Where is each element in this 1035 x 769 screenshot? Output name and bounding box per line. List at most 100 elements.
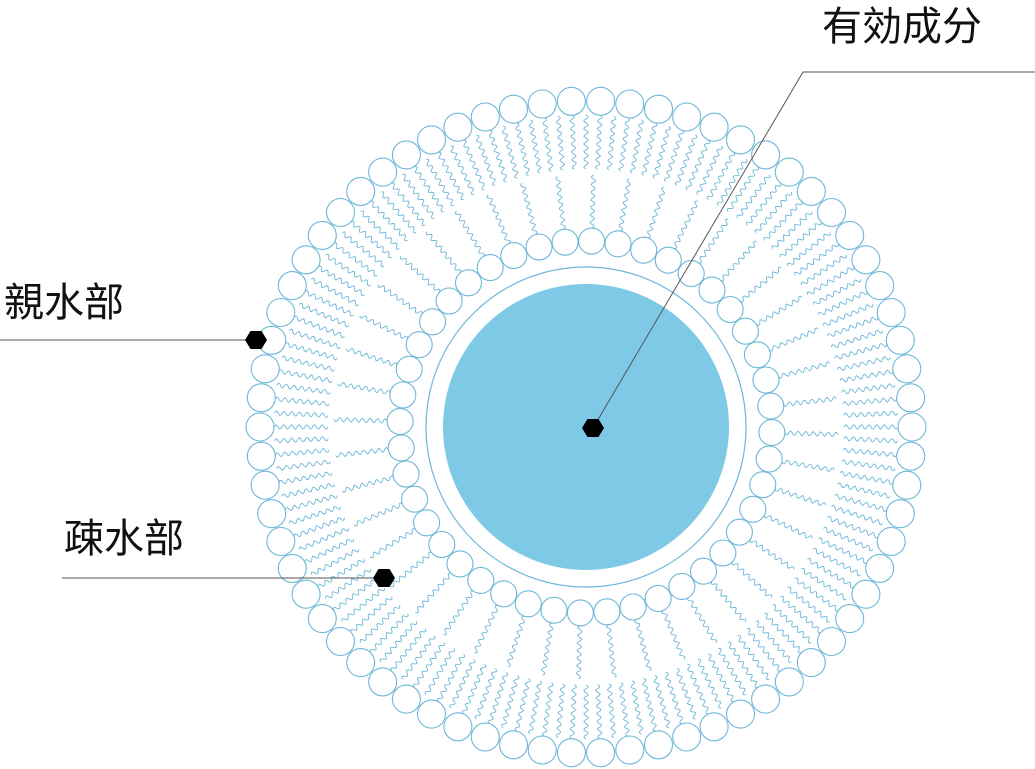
lipid-tail <box>555 683 566 739</box>
lipid-tail <box>769 327 819 352</box>
lipid-tail <box>380 191 417 234</box>
lipid-tail <box>763 201 803 241</box>
lipid-head-outer <box>774 667 804 697</box>
lipid-head-inner <box>677 260 705 288</box>
lipid-tail <box>720 240 757 282</box>
lipid-head-outer <box>246 441 276 471</box>
lipid-tail <box>528 680 543 735</box>
lipid-tail <box>450 145 475 196</box>
lipid-tail <box>274 447 330 458</box>
lipid-tail <box>716 159 748 206</box>
lipid-head-outer <box>876 297 906 328</box>
lipid-head-outer <box>346 648 376 678</box>
lipid-head-outer <box>643 730 674 760</box>
lipid-tail <box>412 642 446 688</box>
lipid-head-outer <box>865 553 895 583</box>
lipid-tail <box>812 547 861 577</box>
lipid-tail <box>488 129 508 183</box>
lipid-tail <box>698 218 729 264</box>
lipid-tail <box>293 517 345 538</box>
lipid-head-outer <box>892 470 922 500</box>
lipid-tail <box>540 622 554 676</box>
lipid-tail <box>664 671 684 725</box>
lipid-head-inner <box>698 276 726 304</box>
lipid-head-outer <box>816 197 847 228</box>
lipid-tail <box>448 659 476 709</box>
lipid-tail <box>436 653 466 702</box>
lipid-head-outer <box>391 140 421 170</box>
lipid-tail <box>841 459 896 472</box>
lipid-head-inner <box>551 228 579 256</box>
lipid-tail <box>801 567 847 601</box>
lipid-tail <box>736 174 771 219</box>
lipid-tail <box>353 502 403 527</box>
lipid-tail <box>618 117 631 172</box>
lipid-tail <box>606 115 617 171</box>
lipid-tail <box>304 289 354 317</box>
lipid-tail <box>787 232 831 267</box>
lipid-tail <box>834 342 888 360</box>
lipid-tail <box>676 668 697 720</box>
lipid-tail <box>740 266 782 303</box>
lipid-tail <box>298 302 350 328</box>
lipid-head-inner <box>428 530 456 559</box>
lipid-tail <box>618 682 630 737</box>
lipid-head-inner <box>540 596 568 624</box>
lipid-tail <box>500 675 520 729</box>
lipid-tail <box>783 396 837 407</box>
lipid-head-inner <box>454 269 483 297</box>
lipid-head-inner <box>514 590 542 618</box>
lipid-head-inner <box>467 566 495 594</box>
lipid-tail <box>555 115 566 171</box>
lipid-tail <box>443 590 474 636</box>
lipid-tail <box>335 447 389 458</box>
lipid-head-outer <box>307 604 337 634</box>
lipid-tail <box>337 381 391 395</box>
lipid-tail <box>360 210 400 250</box>
leader-line-active-ingredient <box>592 71 1035 429</box>
lipid-tail <box>818 537 868 565</box>
lipid-head-inner <box>525 233 553 261</box>
lipid-head-outer <box>307 220 337 250</box>
lipid-tail <box>474 605 499 654</box>
lipid-tail <box>520 182 538 235</box>
lipid-tail <box>399 256 441 293</box>
lipid-tail <box>710 581 747 623</box>
lipid-tail <box>350 220 392 259</box>
lipid-tail <box>278 369 333 384</box>
hexagon-marker-icon <box>582 419 604 437</box>
lipid-tail <box>298 528 350 550</box>
lipid-head-outer <box>443 712 473 742</box>
lipid-tail <box>827 316 879 337</box>
lipid-tail <box>341 587 385 622</box>
lipid-tail <box>595 684 603 740</box>
lipid-head-outer <box>470 102 500 132</box>
lipid-head-outer <box>876 526 906 557</box>
lipid-tail <box>415 572 452 614</box>
lipid-tail <box>506 615 526 668</box>
lipid-head-outer <box>835 220 865 250</box>
lipid-head-inner <box>392 460 420 488</box>
lipid-head-outer <box>885 325 915 355</box>
lipid-head-inner <box>716 295 744 324</box>
lipid-tail <box>812 279 862 305</box>
lipid-tail <box>281 355 335 372</box>
lipid-tail <box>401 635 436 680</box>
lipid-tail <box>737 635 770 680</box>
lipid-head-outer <box>615 89 645 119</box>
lipid-tail <box>281 483 335 498</box>
lipid-tail <box>542 117 554 172</box>
lipid-tail <box>843 424 899 430</box>
lipid-head-outer <box>751 684 781 714</box>
lipid-tail <box>402 174 435 219</box>
lipid-head-outer <box>470 722 500 752</box>
lipid-tail <box>827 515 879 539</box>
lipid-head-outer <box>291 579 321 609</box>
lipid-head-outer <box>751 140 781 170</box>
lipid-tail <box>794 577 839 612</box>
lipid-tail <box>333 242 378 277</box>
lipid-head-outer <box>796 176 826 206</box>
lipid-tail <box>652 125 672 179</box>
lipid-tail <box>541 682 554 737</box>
label-hydrophobic: 疎水部 <box>64 516 184 562</box>
